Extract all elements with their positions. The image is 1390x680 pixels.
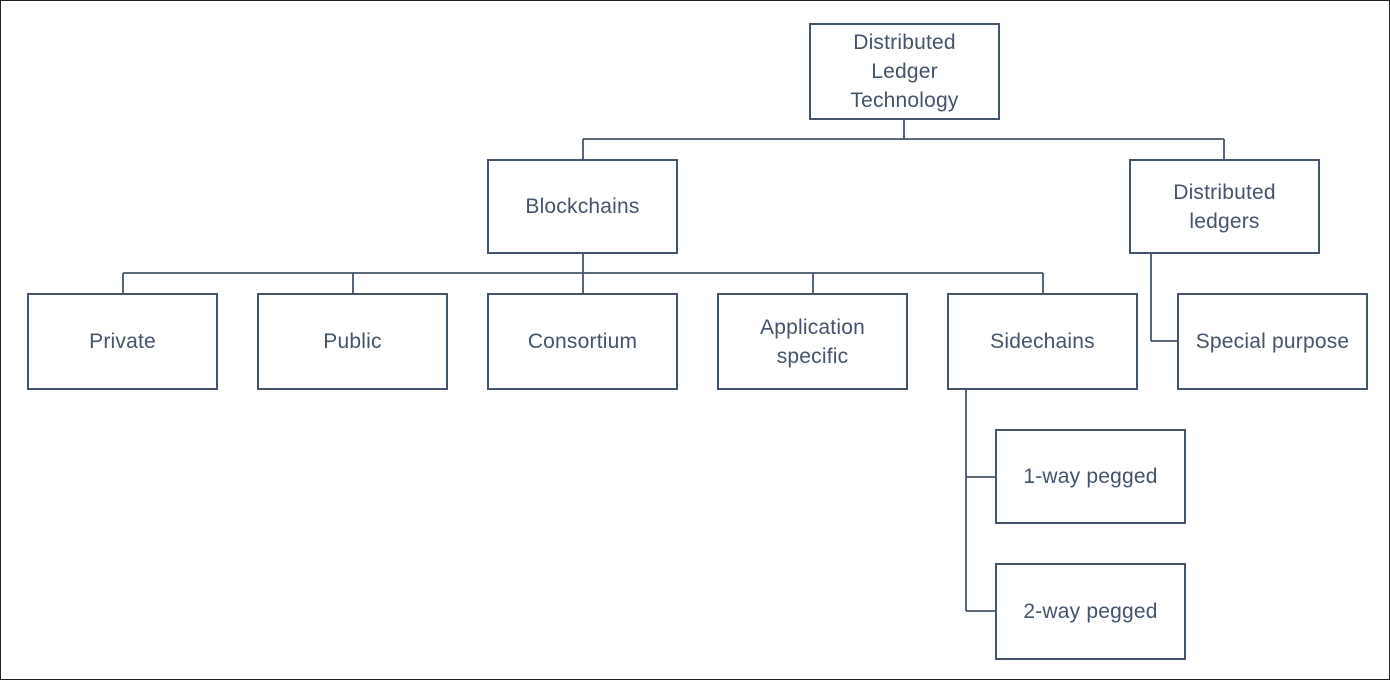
node-label: Distributed ledgers [1173,180,1276,233]
node-distributed-ledger-technology: Distributed Ledger Technology [809,23,1000,120]
node-label: Distributed Ledger Technology [850,31,959,112]
node-label: Public [323,330,382,353]
node-one-way-pegged: 1-way pegged [995,429,1186,524]
node-label: Sidechains [990,330,1095,353]
node-consortium: Consortium [487,293,678,390]
node-application-specific: Application specific [717,293,908,390]
node-label: Private [89,330,156,353]
node-distributed-ledgers: Distributed ledgers [1129,159,1320,254]
node-label: Consortium [527,330,638,353]
node-label: 1-way pegged [1023,465,1158,488]
node-blockchains: Blockchains [487,159,678,254]
node-sidechains: Sidechains [947,293,1138,390]
node-private: Private [27,293,218,390]
node-special-purpose: Special purpose [1177,293,1368,390]
node-two-way-pegged: 2-way pegged [995,563,1186,660]
node-label: 2-way pegged [1023,600,1158,623]
node-public: Public [257,293,448,390]
node-label: Blockchains [525,195,640,218]
node-label: Application specific [760,315,865,368]
node-label: Special purpose [1195,330,1350,353]
